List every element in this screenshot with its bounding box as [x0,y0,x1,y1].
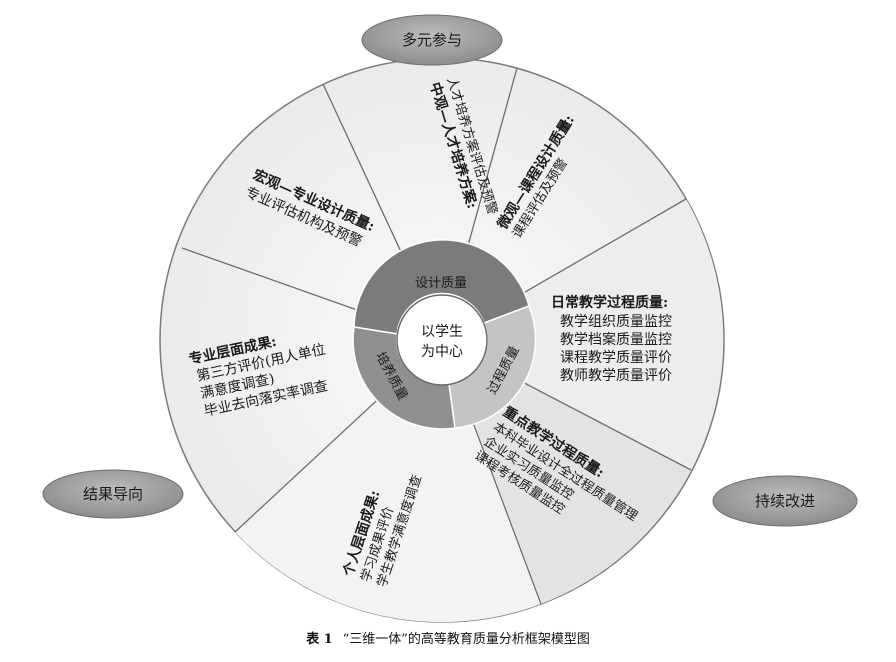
pill-left-label: 结果导向 [83,485,143,503]
caption-text: “三维一体”的高等教育质量分析框架模型图 [342,632,590,647]
sector-daily-title: 日常教学过程质量: [551,294,668,311]
sector-daily-line-2: 教学档案质量监控 [560,331,672,348]
pill-top: 多元参与 [361,14,503,66]
center-circle [396,294,488,386]
caption-id: 表 1 [306,632,333,647]
figure-caption: 表 1 “三维一体”的高等教育质量分析框架模型图 [0,628,896,647]
pill-left: 结果导向 [42,469,184,519]
sector-daily-shade [442,199,724,470]
pill-top-label: 多元参与 [402,31,462,49]
sector-daily-line-3: 课程教学质量评价 [560,350,672,366]
ring-label-design: 设计质量 [415,276,467,291]
pill-right-label: 持续改进 [755,492,815,510]
pill-right: 持续改进 [712,475,858,527]
sector-daily-text: 日常教学过程质量: 教学组织质量监控 教学档案质量监控 课程教学质量评价 教师教… [551,294,672,384]
sector-daily-line-4: 教师教学质量评价 [560,368,672,384]
sector-daily-line-1: 教学组织质量监控 [560,314,672,330]
center-label-line2: 为中心 [421,344,463,360]
center-label-line1: 以学生 [421,324,463,340]
ring-design-segment [353,239,530,335]
